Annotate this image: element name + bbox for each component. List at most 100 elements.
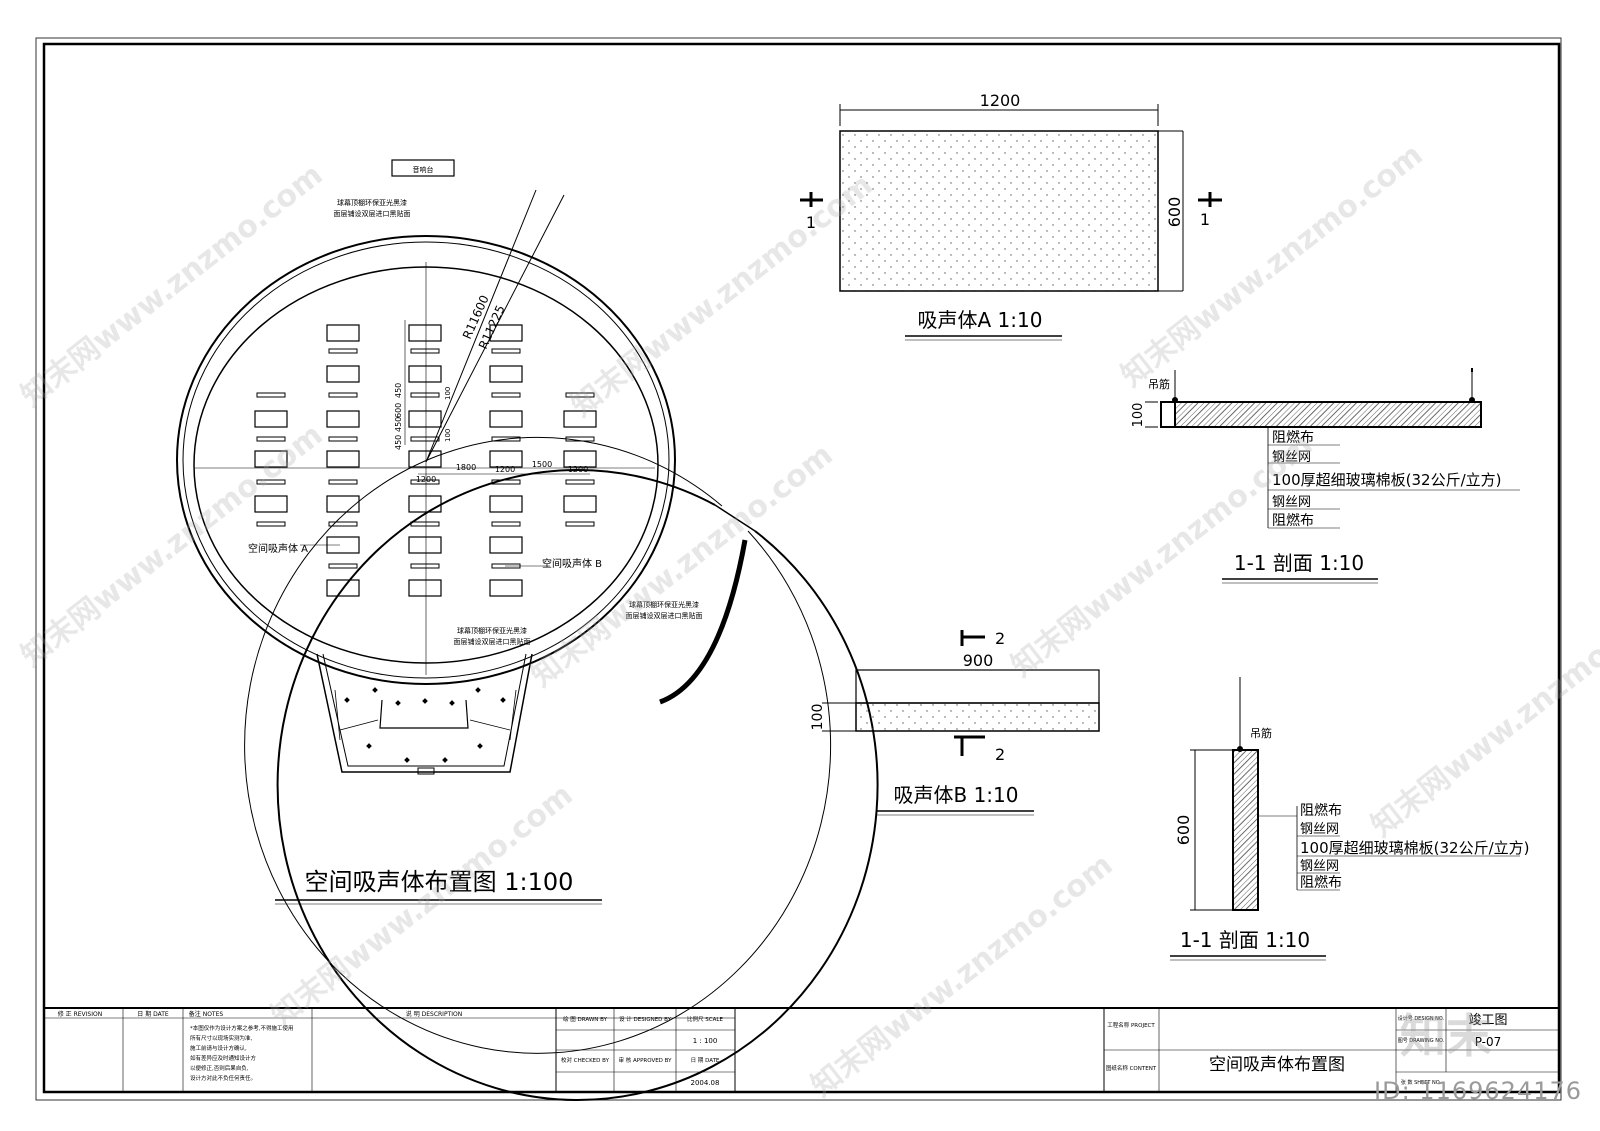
- absorber-a-panel: [254, 410, 288, 428]
- cut-2-top: 2: [995, 629, 1005, 648]
- s1-layer-1: 阻燃布: [1272, 429, 1314, 446]
- absorber-a-panel: [489, 579, 523, 597]
- absorber-b-group: [256, 348, 595, 569]
- s1-layer-4: 钢丝网: [1272, 495, 1311, 510]
- absorber-b-bar: [491, 436, 521, 442]
- absorber-a-panel: [254, 450, 288, 468]
- label-absorber-b: 空间吸声体 B: [542, 557, 602, 570]
- seat-marker: [404, 757, 410, 763]
- tb-content-hdr: 图纸名称 CONTENT: [1106, 1064, 1157, 1072]
- tb-date-hdr: 日 期 DATE: [137, 1010, 169, 1018]
- tb-scale: 1 : 100: [693, 1037, 718, 1045]
- tb-checked: 校对 CHECKED BY: [561, 1056, 610, 1064]
- absorber-b-bar: [491, 479, 521, 485]
- dim-1200b: 1200: [568, 465, 588, 474]
- dim-1800: 1800: [456, 463, 476, 472]
- tb-content: 空间吸声体布置图: [1209, 1055, 1345, 1075]
- tb-drawing-no-hdr: 图号 DRAWING NO.: [1398, 1038, 1445, 1044]
- tb-sheet-hdr: 张 数 SHEET NO.: [1401, 1079, 1442, 1086]
- absorber-a-panel: [408, 495, 442, 513]
- absorber-a-panel: [326, 495, 360, 513]
- tb-designed: 设 计 DESIGNED BY: [619, 1015, 672, 1023]
- absorber-a-width: 1200: [980, 91, 1021, 110]
- tb-project-hdr: 工程名称 PROJECT: [1107, 1021, 1155, 1029]
- tb-scale-hdr: 比例尺 SCALE: [687, 1015, 723, 1023]
- s1-layer-5: 阻燃布: [1272, 512, 1314, 529]
- absorber-b-bar: [256, 479, 286, 485]
- seat-marker: [366, 743, 372, 749]
- note-inner-2: 面层铺设双层进口黑贴面: [454, 637, 531, 646]
- absorber-a-panel: [326, 410, 360, 428]
- absorber-b-bar: [328, 436, 358, 442]
- absorber-a-panel: [326, 365, 360, 383]
- absorber-b-bar: [565, 479, 595, 485]
- cut-1-left: 1: [806, 213, 816, 232]
- absorber-b-bar: [491, 348, 521, 354]
- stage-label: 音响台: [413, 165, 434, 174]
- tb-notes-2: 所有尺寸以现场实测为准,: [190, 1034, 253, 1042]
- tb-notes-4: 如有差异应及时通知设计方: [190, 1054, 257, 1062]
- absorber-b-height: 100: [810, 704, 826, 731]
- absorber-a-panel: [489, 495, 523, 513]
- tb-desc-hdr: 说 明 DESCRIPTION: [406, 1010, 462, 1018]
- s2-layer-5: 阻燃布: [1300, 874, 1342, 891]
- absorber-a-panel: [489, 410, 523, 428]
- absorber-a-panel: [326, 324, 360, 342]
- dim-100b: 100: [444, 429, 452, 442]
- label-absorber-a: 空间吸声体 A: [248, 542, 308, 555]
- s2-layer-2: 钢丝网: [1300, 822, 1339, 837]
- tb-stage: 竣工图: [1468, 1013, 1507, 1028]
- layout-plan: [176, 159, 879, 1101]
- tb-revision: 修 正 REVISION: [58, 1010, 102, 1018]
- absorber-a-panel: [563, 450, 597, 468]
- absorber-b-width: 900: [963, 651, 994, 670]
- absorber-b-bar: [256, 436, 286, 442]
- absorber-b-title: 吸声体B 1:10: [894, 783, 1019, 807]
- seat-marker: [477, 743, 483, 749]
- s2-layer-1: 阻燃布: [1300, 802, 1342, 819]
- absorber-b-bar: [491, 563, 521, 569]
- dim-600: 600: [394, 403, 403, 418]
- note-inner-1: 球幕顶棚环保亚光黑漆: [457, 626, 527, 635]
- absorber-a-panel: [326, 450, 360, 468]
- absorber-b-bar: [565, 392, 595, 398]
- absorber-b-bar: [565, 521, 595, 527]
- absorber-a-panel: [254, 495, 288, 513]
- dim-1200c: 1200: [416, 475, 436, 484]
- dim-450a: 450: [394, 383, 403, 398]
- outer-frame: [35, 37, 1562, 1101]
- absorber-a-panel: [408, 365, 442, 383]
- tb-sheet-no: P-07: [1475, 1035, 1502, 1049]
- absorber-b-bar: [410, 563, 440, 569]
- absorber-b-bar: [410, 348, 440, 354]
- section-2-height: 600: [1174, 815, 1193, 846]
- absorber-b-bar: [328, 563, 358, 569]
- image-id: ID: 1169624176: [1374, 1077, 1582, 1105]
- absorber-a-panel: [489, 324, 523, 342]
- note-top-1: 球幕顶棚环保亚光黑漆: [337, 198, 407, 207]
- seat-marker: [422, 698, 428, 704]
- title-block-text: 修 正 REVISION 日 期 DATE 备注 NOTES *本图仅作为设计方…: [58, 1010, 1508, 1087]
- absorber-b-bar: [328, 392, 358, 398]
- absorber-a-panel: [563, 410, 597, 428]
- absorber-b-bar: [491, 392, 521, 398]
- absorber-a-panel: [408, 450, 442, 468]
- absorber-a-detail: 1200 600 1 1 吸声体A 1:10: [800, 91, 1222, 341]
- absorber-b-bar: [328, 348, 358, 354]
- note-right-2: 面层铺设双层进口黑贴面: [626, 611, 703, 620]
- tb-date-lbl: 日 期 DATE: [691, 1057, 720, 1064]
- cut-2-bottom: 2: [995, 745, 1005, 764]
- tb-notes-1: *本图仅作为设计方案之参考,不得施工使用: [190, 1024, 294, 1032]
- seat-markers: [344, 687, 506, 763]
- absorber-b-bar: [410, 479, 440, 485]
- absorber-a-panel: [408, 324, 442, 342]
- tb-notes-3: 施工前请与设计方确认,: [190, 1044, 247, 1052]
- seat-marker: [449, 700, 455, 706]
- absorber-b-detail: 2 900 100 2 吸声体B 1:10: [810, 629, 1100, 816]
- absorber-b-bar: [410, 392, 440, 398]
- absorber-b-bar: [410, 521, 440, 527]
- absorber-a-panel: [563, 495, 597, 513]
- plan-title: 空间吸声体布置图 1:100: [305, 868, 574, 896]
- absorber-a-panel: [326, 579, 360, 597]
